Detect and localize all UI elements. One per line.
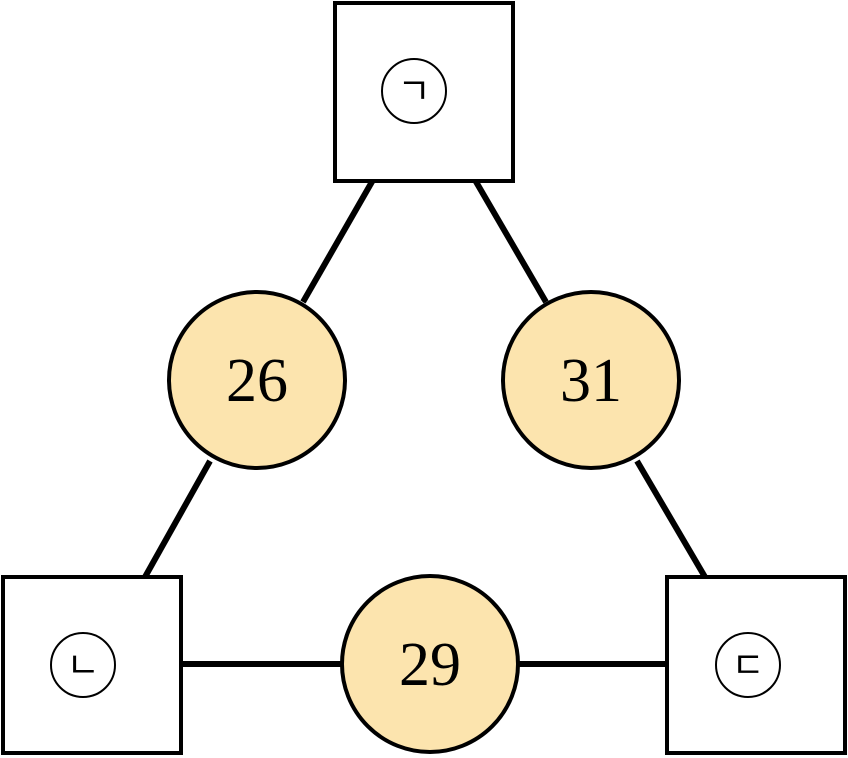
node-bottom-right-label: ㄷ xyxy=(731,646,764,687)
node-bottom-left: ㄴ xyxy=(1,575,183,755)
edge-left-bottom xyxy=(142,459,213,579)
edge-right-bottom xyxy=(634,459,708,579)
node-top: ㄱ xyxy=(333,1,515,183)
edge-right-circle xyxy=(501,290,681,470)
edge-left-circle xyxy=(167,290,347,470)
edge-left-value: 26 xyxy=(167,290,347,470)
edge-right-value: 31 xyxy=(501,290,681,470)
edge-bottom-value: 29 xyxy=(340,574,520,754)
edge-top-right xyxy=(472,178,549,304)
edge-right-number: 31 xyxy=(560,347,622,415)
node-bottom-left-label: ㄴ xyxy=(66,646,99,687)
edge-bottom-number: 29 xyxy=(399,631,461,699)
edge-top-left xyxy=(300,178,376,304)
edge-bottom-circle xyxy=(340,574,520,754)
node-bottom-right-ring xyxy=(715,632,781,698)
node-bottom-right: ㄷ xyxy=(665,575,847,755)
node-top-ring xyxy=(381,58,447,124)
node-bottom-left-ring xyxy=(50,632,116,698)
edge-left-number: 26 xyxy=(226,347,288,415)
node-top-label: ㄱ xyxy=(397,72,430,113)
